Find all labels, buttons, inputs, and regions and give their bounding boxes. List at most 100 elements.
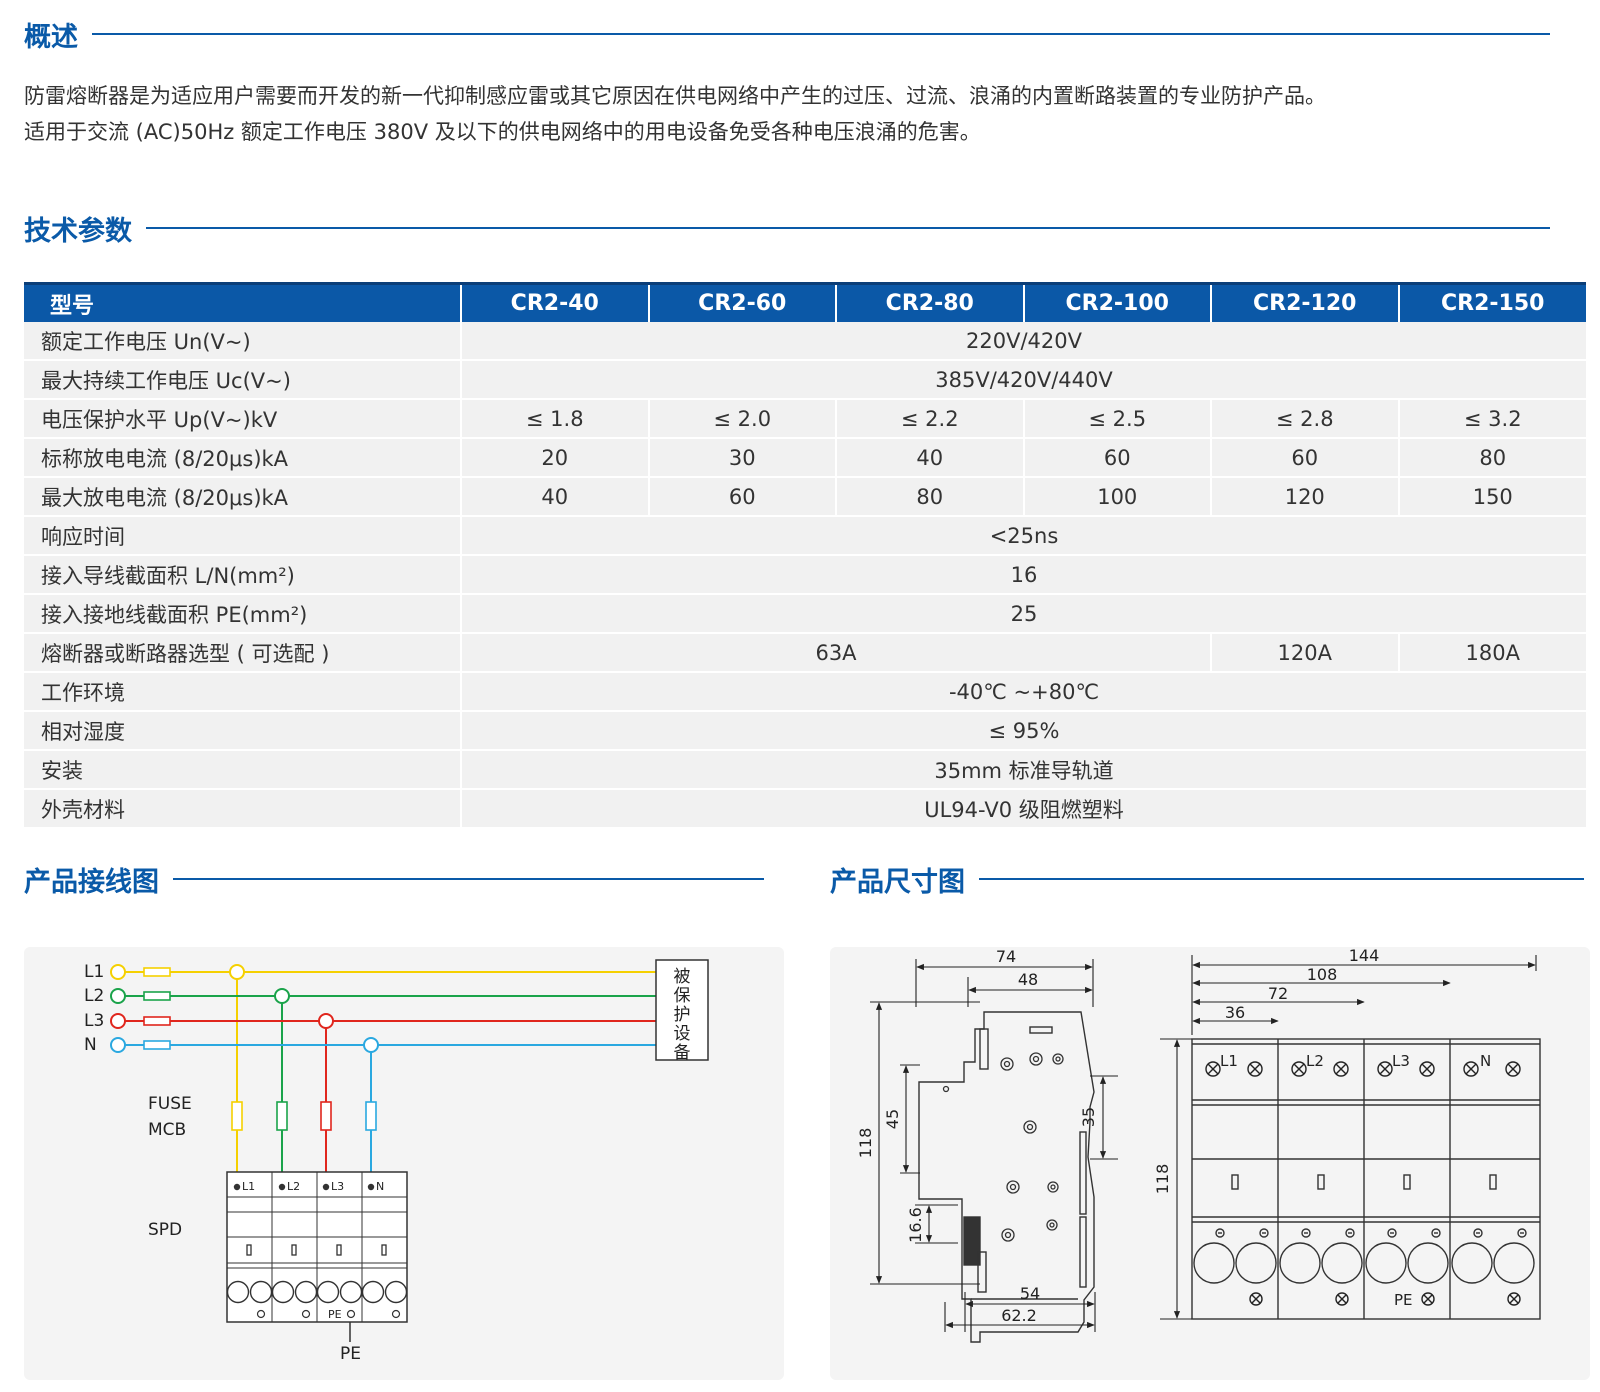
table-cell: 25 [460,594,1586,634]
front-label-l3: L3 [1392,1052,1410,1070]
table-row: 额定工作电压 Un(V~)220V/420V [24,322,1586,361]
row-label: 熔断器或断路器选型 ( 可选配 ) [24,633,461,673]
table-cell: 120 [1210,477,1399,517]
dimension-diagram-panel: 74 48 118 45 35 16.6 54 62.2 [830,947,1590,1380]
table-cell: 80 [835,477,1024,517]
overview-header: 概述 [24,14,1550,54]
fuse-label: FUSE [148,1094,192,1114]
table-cell: <25ns [460,516,1586,556]
row-label: 最大持续工作电压 Uc(V~) [24,360,461,400]
fuse-n [143,1040,171,1050]
spd-module [226,1171,408,1323]
table-row: 相对湿度≤ 95% [24,711,1586,751]
table-cell: 20 [460,438,649,478]
fuse-mcb-l1 [231,1101,243,1131]
side-view-dimension-lines [870,959,1118,1332]
table-cell: ≤ 3.2 [1397,399,1586,439]
dimension-title: 产品尺寸图 [830,866,965,898]
dim-front-36: 36 [1225,1003,1245,1022]
overview-line-1: 防雷熔断器是为适应用户需要而开发的新一代抑制感应雷或其它原因在供电网络中产生的过… [24,84,1326,108]
table-row: 响应时间<25ns [24,516,1586,556]
row-label: 额定工作电压 Un(V~) [24,322,461,361]
spec-table: 型号 CR2-40 CR2-60 CR2-80 CR2-100 CR2-120 … [24,282,1586,829]
table-cell: 35mm 标准导轨道 [460,750,1586,790]
table-cell: 385V/420V/440V [460,360,1586,400]
table-cell: ≤ 2.2 [835,399,1024,439]
table-row: 电压保护水平 Up(V~)kV≤ 1.8≤ 2.0≤ 2.2≤ 2.5≤ 2.8… [24,399,1586,439]
terminal-l2 [110,988,126,1004]
row-label: 电压保护水平 Up(V~)kV [24,399,461,439]
spd-label-n: N [376,1180,384,1193]
dim-front-144: 144 [1349,947,1380,965]
protected-device-box [655,959,709,1061]
line-label-n: N [84,1035,97,1055]
dimension-header: 产品尺寸图 [830,859,1584,899]
front-pe-label: PE [1394,1291,1413,1309]
row-label: 接入接地线截面积 PE(mm²) [24,594,461,634]
spd-label-l2: L2 [287,1180,300,1193]
row-label: 相对湿度 [24,711,461,751]
fuse-mcb-n [365,1101,377,1131]
protected-device-label: 被保护设备 [674,967,691,1063]
table-row: 接入导线截面积 L/N(mm²)16 [24,555,1586,595]
spd-label-l1: L1 [242,1180,255,1193]
row-label: 接入导线截面积 L/N(mm²) [24,555,461,595]
row-label: 外壳材料 [24,789,461,829]
table-cell: 63A [460,633,1211,673]
header-divider [979,878,1584,880]
header-cell-model: 型号 [24,282,461,322]
table-row: 最大持续工作电压 Uc(V~)385V/420V/440V [24,360,1586,400]
dim-side-74: 74 [996,947,1016,966]
fuse-l2 [143,991,171,1001]
dimension-diagram: 74 48 118 45 35 16.6 54 62.2 [856,947,1541,1343]
side-view-holes [942,1052,1064,1242]
line-label-l2: L2 [84,986,104,1006]
table-cell: 30 [647,438,836,478]
header-divider [146,227,1550,229]
dim-front-118: 118 [1153,1164,1172,1195]
table-row: 工作环境-40℃ ~+80℃ [24,672,1586,712]
mcb-label: MCB [148,1120,186,1140]
dim-side-45: 45 [883,1109,902,1129]
spd-label: SPD [148,1220,182,1240]
junction-l2 [274,988,290,1004]
header-cell: CR2-100 [1022,282,1211,322]
table-cell: ≤ 2.5 [1022,399,1211,439]
front-view [1191,1038,1541,1320]
wiring-header: 产品接线图 [24,859,764,899]
dim-front-108: 108 [1307,965,1338,984]
header-divider [92,33,1550,35]
spd-pe-label: PE [328,1308,342,1321]
front-label-l1: L1 [1220,1052,1238,1070]
header-divider [173,878,764,880]
dim-front-72: 72 [1268,984,1288,1003]
dim-side-35: 35 [1079,1107,1098,1127]
table-cell: 60 [647,477,836,517]
table-cell: 150 [1397,477,1586,517]
spec-header: 技术参数 [24,208,1550,248]
front-label-n: N [1480,1052,1491,1070]
pe-label: PE [340,1344,361,1364]
table-cell: 40 [835,438,1024,478]
table-cell: 60 [1210,438,1399,478]
wiring-diagram: L1 L2 L3 N 被保护设备 FUSE MC [84,959,709,1364]
terminal-l1 [110,964,126,980]
spec-table-header: 型号 CR2-40 CR2-60 CR2-80 CR2-100 CR2-120 … [24,282,1586,322]
header-cell: CR2-80 [835,282,1024,322]
header-cell: CR2-120 [1210,282,1399,322]
table-cell: 16 [460,555,1586,595]
table-cell: -40℃ ~+80℃ [460,672,1586,712]
table-cell: UL94-V0 级阻燃塑料 [460,789,1586,829]
table-cell: ≤ 2.0 [647,399,836,439]
table-cell: ≤ 1.8 [460,399,649,439]
line-label-l3: L3 [84,1011,104,1031]
spd-label-l3: L3 [331,1180,344,1193]
table-cell: 100 [1022,477,1211,517]
fuse-l1 [143,967,171,977]
